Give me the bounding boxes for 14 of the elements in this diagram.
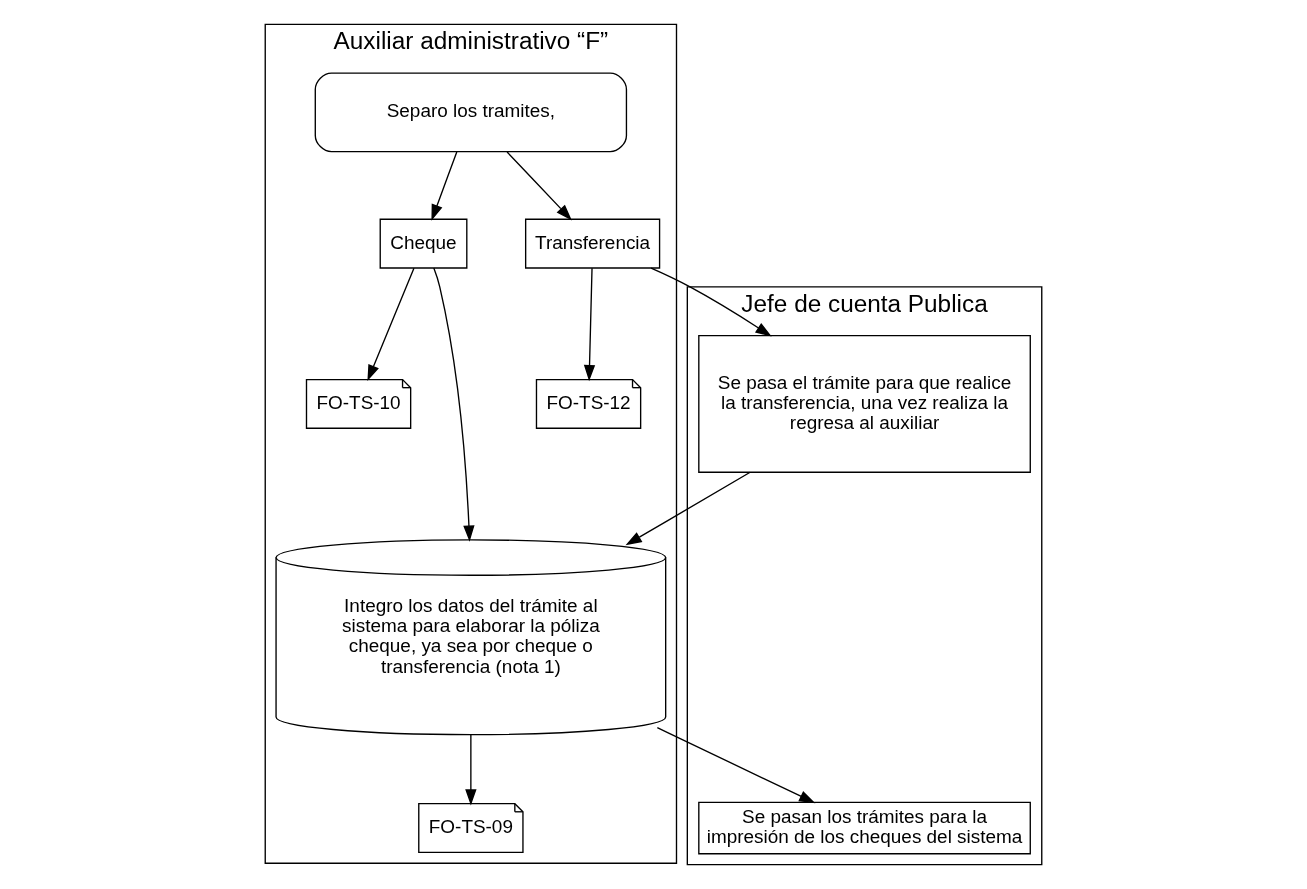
arrow [367,267,415,382]
node-box: Cheque [379,218,468,269]
arrow [583,267,596,382]
node-box: Se pasa el trámite para que realice la transferencia, una vez realiza la regresa al auxiliar [698,334,1031,473]
node-box: Se pasan los trámites para la impresión de los cheques del sistema [698,801,1031,855]
arrow [625,471,751,546]
node-box: Separo los tramites, [314,72,628,153]
arrow [465,734,477,806]
arrow [650,267,772,337]
arrow [656,727,816,804]
node-box: Transferencia [525,218,661,269]
arrow [433,267,475,542]
arrow [506,151,572,221]
arrow [431,151,458,221]
